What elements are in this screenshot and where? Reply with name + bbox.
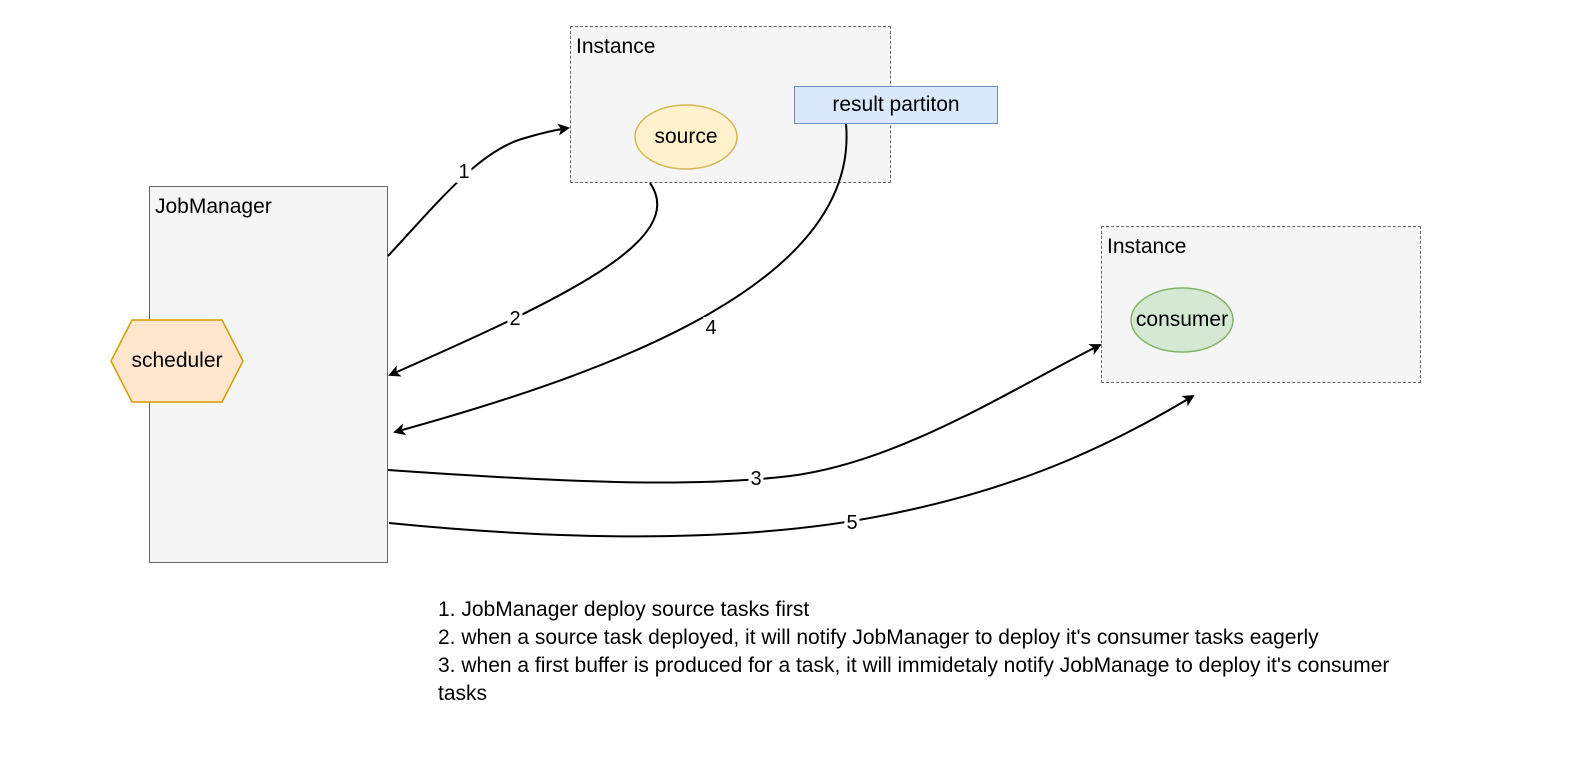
edge-1-arrow[interactable] (387, 123, 570, 257)
edge-4-label: 4 (703, 317, 719, 339)
note-1: 1. JobManager deploy source tasks first (438, 598, 810, 621)
result-partition-box[interactable]: result partiton (794, 86, 998, 124)
consumer-instance-label: Instance (1107, 235, 1187, 258)
note-3: 3. when a first buffer is produced for a… (438, 654, 1390, 705)
edge-2-label: 2 (507, 308, 523, 330)
edge-1-label: 1 (456, 161, 472, 183)
source-instance-label: Instance (576, 35, 656, 58)
edge-5-arrow[interactable] (388, 394, 1195, 538)
result-partition-label: result partiton (832, 93, 960, 116)
edge-3-label: 3 (748, 468, 764, 490)
edge-2-arrow[interactable] (388, 182, 659, 377)
edge-5-label: 5 (844, 512, 860, 534)
scheduler-hexagon[interactable] (110, 319, 244, 403)
note-2: 2. when a source task deployed, it will … (438, 626, 1319, 649)
jobmanager-label: JobManager (155, 195, 272, 218)
consumer-ellipse[interactable] (1130, 287, 1234, 353)
notes-block: 1. JobManager deploy source tasks first … (438, 596, 1428, 708)
source-ellipse[interactable] (634, 104, 738, 170)
edge-3-arrow[interactable] (387, 344, 1102, 484)
edge-4-arrow[interactable] (393, 123, 848, 436)
